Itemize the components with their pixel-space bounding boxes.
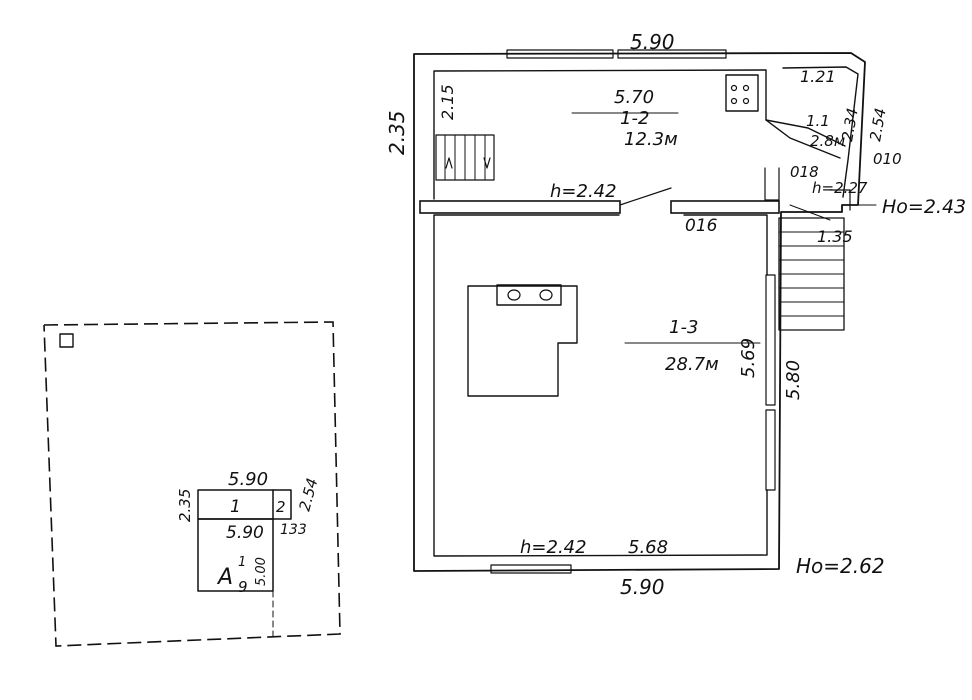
room-13-id: 1-3 xyxy=(669,317,698,338)
hob-icon xyxy=(496,284,562,306)
ho-top-label: Ho=2.43 xyxy=(882,196,966,218)
room-13-inner-width: 5.68 xyxy=(628,537,668,558)
ceiling-top-label: h=2.42 xyxy=(550,181,617,202)
room-12-id: 1-2 xyxy=(620,108,649,129)
ceiling-bottom-label: h=2.42 xyxy=(520,537,587,558)
site-building-body xyxy=(197,518,274,592)
room-13-inner-height: 5.69 xyxy=(738,338,759,378)
wall-018-label: 018 xyxy=(790,163,819,181)
stair-width-label: 1.35 xyxy=(817,227,853,246)
site-side-dim: 133 xyxy=(280,522,307,538)
site-letter-a: А xyxy=(216,565,233,590)
room-13-area: 28.7м xyxy=(665,354,719,375)
left-height-label: 2.35 xyxy=(385,110,409,155)
stairs-right-icon xyxy=(778,217,845,331)
outer-wall xyxy=(413,52,866,572)
site-plan: 5.90 2.35 2.54 1 2 5.90 133 А 1 9 5.00 xyxy=(43,321,341,647)
room-11-width: 1.21 xyxy=(800,67,836,86)
site-boundary xyxy=(43,321,341,647)
site-left-height: 2.35 xyxy=(176,489,194,522)
room-11-side-a: 2.34 xyxy=(838,107,862,143)
window-right-upper xyxy=(765,274,776,406)
window-top-left xyxy=(506,49,614,59)
site-top-width: 5.90 xyxy=(228,469,268,490)
small-room-wall xyxy=(765,66,859,198)
site-cell-1: 1 xyxy=(230,497,241,517)
top-width-label: 5.90 xyxy=(630,30,675,54)
stove-icon xyxy=(725,74,759,112)
site-right-height: 2.54 xyxy=(295,476,321,513)
partition-wall-left xyxy=(419,200,621,214)
kitchen-block xyxy=(467,285,578,397)
site-depth: 5.00 xyxy=(254,557,269,586)
bottom-width-label: 5.90 xyxy=(620,575,665,599)
site-mid-width: 5.90 xyxy=(226,523,264,543)
room-11-side-b: 2.54 xyxy=(866,107,890,143)
window-top-right xyxy=(617,49,727,59)
window-right-lower xyxy=(765,409,776,491)
inner-wall-main-room xyxy=(433,214,768,557)
room-13-outer-height: 5.80 xyxy=(783,360,804,400)
window-bottom xyxy=(490,564,572,574)
stairs-top-icon xyxy=(435,134,495,181)
room-12-height-mark: 2.15 xyxy=(438,84,457,120)
site-cell-2: 2 xyxy=(276,498,286,516)
entrance-walls xyxy=(764,167,851,211)
site-sub-9: 9 xyxy=(238,578,248,596)
ho-bottom-label: Ho=2.62 xyxy=(796,554,885,578)
room-11-area: 2.8м xyxy=(810,132,845,150)
site-sup-1: 1 xyxy=(238,555,246,570)
main-plan: 5.90 5.90 2.35 2.15 5.70 1-2 12.3м 1.21 … xyxy=(385,30,966,599)
room-11-id: 1.1 xyxy=(806,112,830,130)
room-12-width: 5.70 xyxy=(614,87,654,108)
room-12-area: 12.3м xyxy=(624,129,678,150)
ceiling-small-label: h=2.27 xyxy=(812,179,868,197)
site-marker-square xyxy=(59,333,74,348)
wall-016-label: 016 xyxy=(685,216,718,236)
partition-wall-right xyxy=(670,200,780,214)
wall-010-label: 010 xyxy=(873,150,902,168)
